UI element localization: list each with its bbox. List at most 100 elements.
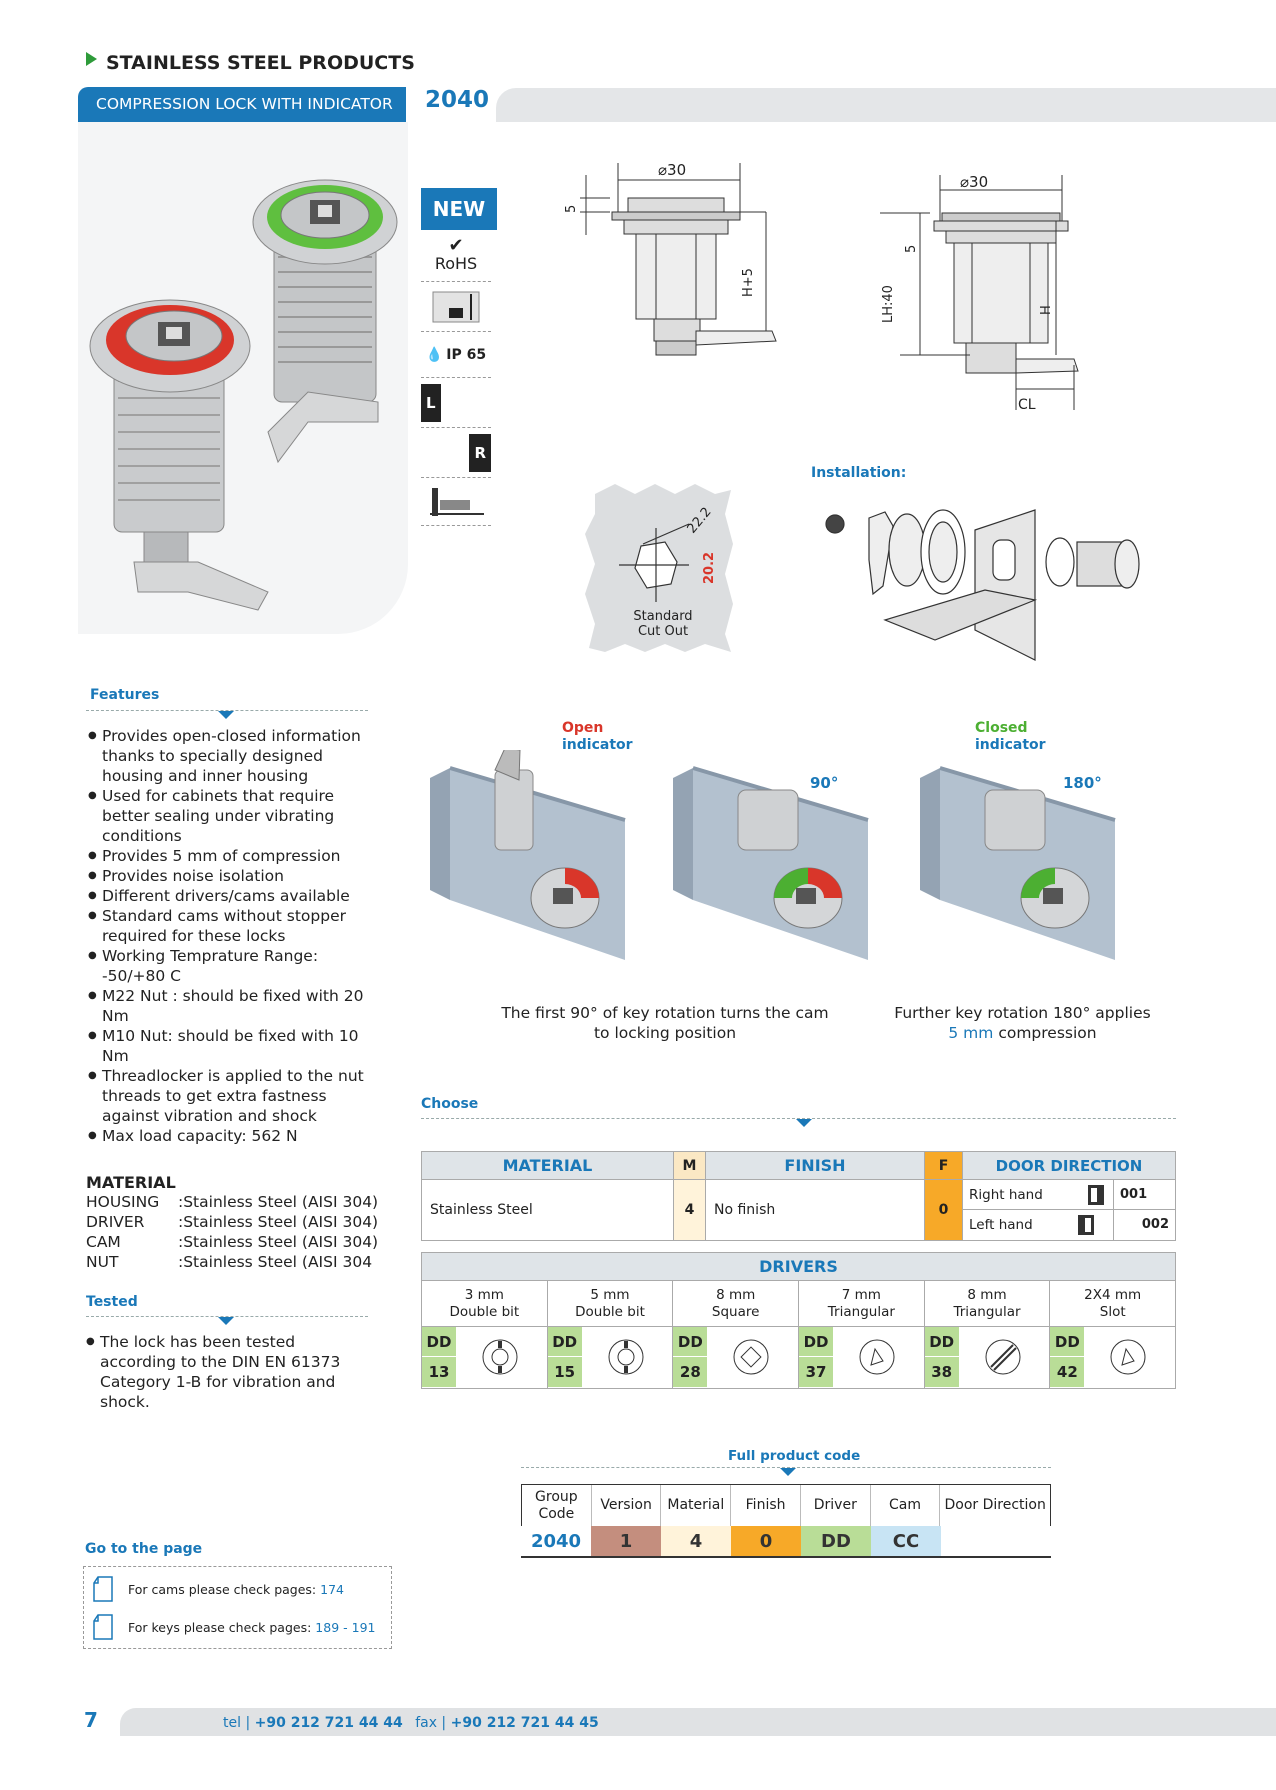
caption2-line1: Further key rotation 180° applies	[894, 1004, 1151, 1022]
fax-number[interactable]: +90 212 721 44 45	[450, 1715, 599, 1731]
right-hand-option[interactable]: Right hand 001	[963, 1180, 1175, 1210]
code-header: Group Code	[522, 1485, 592, 1526]
triangle-icon	[1110, 1339, 1146, 1375]
standard-cutout-drawing: 22.2 20.2 Standard Cut Out	[585, 484, 733, 652]
m-header: M	[674, 1152, 706, 1180]
driver-dd: DD	[422, 1327, 456, 1357]
feature-item: M10 Nut: should be fixed with 10 Nm	[86, 1026, 376, 1066]
caption2-highlight: 5 mm	[948, 1024, 994, 1042]
left-label: L	[421, 383, 441, 422]
f-code: 0	[925, 1180, 963, 1240]
feature-item: Standard cams without stopper required f…	[86, 906, 376, 946]
driver-size: 8 mm	[716, 1287, 756, 1303]
check-icon: ✔	[448, 235, 464, 256]
material-option[interactable]: Stainless Steel	[422, 1180, 674, 1240]
finish-header: FINISH	[706, 1152, 925, 1180]
material-value: :Stainless Steel (AISI 304)	[178, 1233, 379, 1251]
drop-icon: 💧	[425, 346, 444, 363]
code-header: Driver	[801, 1485, 871, 1526]
dim-h: H	[1039, 305, 1054, 315]
right-hand-icon: R	[421, 428, 491, 478]
product-name-bar: COMPRESSION LOCK WITH INDICATOR	[78, 87, 406, 122]
caption-further-rotation: Further key rotation 180° applies 5 mm c…	[880, 1003, 1165, 1043]
cut-height: 20.2	[702, 552, 717, 584]
finish-option[interactable]: No finish	[706, 1180, 925, 1240]
feature-item: Provides noise isolation	[86, 866, 376, 886]
driver-dd: DD	[799, 1327, 834, 1357]
square-icon	[733, 1339, 769, 1375]
tested-text: The lock has been tested according to th…	[84, 1332, 374, 1412]
deg-90: 90°	[810, 774, 838, 792]
driver-code: 38	[931, 1363, 953, 1381]
goto-keys-pages[interactable]: 189 - 191	[315, 1619, 376, 1635]
deg-180: 180°	[1063, 774, 1102, 792]
goto-box: For cams please check pages: 174 For key…	[83, 1566, 392, 1649]
page-icon	[93, 1576, 113, 1602]
new-badge: NEW	[421, 188, 497, 230]
installation-title: Installation:	[811, 465, 907, 481]
code-header: Door Direction	[944, 1497, 1046, 1513]
material-header: MATERIAL	[422, 1152, 674, 1180]
cut-label-1: Standard	[633, 609, 692, 624]
svg-text:⌀30: ⌀30	[658, 161, 686, 179]
tel-number[interactable]: +90 212 721 44 44	[254, 1715, 403, 1731]
driver-dd: DD	[547, 1327, 582, 1357]
driver-dd: DD	[924, 1327, 959, 1357]
feature-item: Provides 5 mm of compression	[86, 846, 376, 866]
code-header: Material	[661, 1485, 732, 1526]
page-number: 7	[84, 1708, 98, 1732]
dim-dia1: 30	[667, 161, 686, 179]
left-hand-option[interactable]: Left hand 002	[963, 1210, 1175, 1240]
driver-type: Double bit	[449, 1304, 520, 1320]
right-hand-label: Right hand	[969, 1187, 1043, 1203]
feature-item: Working Temprature Range: -50/+80 C	[86, 946, 376, 986]
driver-type: Triangular	[953, 1304, 1021, 1320]
tel-label: tel |	[223, 1715, 255, 1731]
full-code-title: Full product code	[728, 1448, 861, 1464]
full-code-arrow-icon	[780, 1468, 796, 1476]
driver-size: 2X4 mm	[1084, 1287, 1142, 1303]
double-bit-icon	[482, 1339, 518, 1375]
ip-badge: 💧 IP 65	[421, 332, 491, 378]
code-value: CC	[871, 1526, 941, 1556]
left-hand-label: Left hand	[969, 1217, 1033, 1233]
open-indicator-text: indicator	[562, 737, 633, 753]
fax-label: fax |	[415, 1715, 451, 1731]
dim-dia2: 30	[969, 173, 988, 191]
goto-cams-pages[interactable]: 174	[320, 1581, 344, 1597]
closed-indicator-label: Closed indicator	[975, 720, 1046, 754]
feature-item: M22 Nut : should be fixed with 20 Nm	[86, 986, 376, 1026]
material-value: :Stainless Steel (AISI 304)	[178, 1193, 379, 1211]
footer-bar	[120, 1708, 1276, 1736]
driver-code: 37	[805, 1363, 827, 1381]
header-bar	[496, 88, 1276, 122]
material-row: HOUSING :Stainless Steel (AISI 304)	[86, 1192, 378, 1212]
rohs-badge: ✔ RoHS	[421, 230, 491, 282]
material-part: HOUSING	[86, 1193, 160, 1211]
choose-divider	[421, 1118, 1176, 1119]
features-divider	[86, 710, 368, 711]
driver-size: 3 mm	[464, 1287, 504, 1303]
feature-item: Different drivers/cams available	[86, 886, 376, 906]
code-value: DD	[801, 1526, 871, 1556]
m-code: 4	[674, 1180, 706, 1240]
goto-cams-label: For cams please check pages:	[128, 1581, 321, 1597]
double-bit-icon	[608, 1339, 644, 1375]
feature-item: Threadlocker is applied to the nut threa…	[86, 1066, 376, 1126]
indicator-sequence-drawing: 90° 180°	[430, 750, 1116, 960]
goto-cams-link[interactable]: For cams please check pages: 174	[92, 1575, 344, 1603]
driver-size: 7 mm	[841, 1287, 881, 1303]
section-arrow-icon	[86, 52, 97, 66]
code-value	[941, 1526, 1051, 1556]
cut-label-2: Cut Out	[638, 624, 688, 639]
code-header: Version	[592, 1485, 662, 1526]
driver-dd: DD	[1050, 1327, 1085, 1357]
goto-keys-link[interactable]: For keys please check pages: 189 - 191	[92, 1613, 375, 1641]
caption-first-rotation: The first 90° of key rotation turns the …	[495, 1003, 835, 1043]
